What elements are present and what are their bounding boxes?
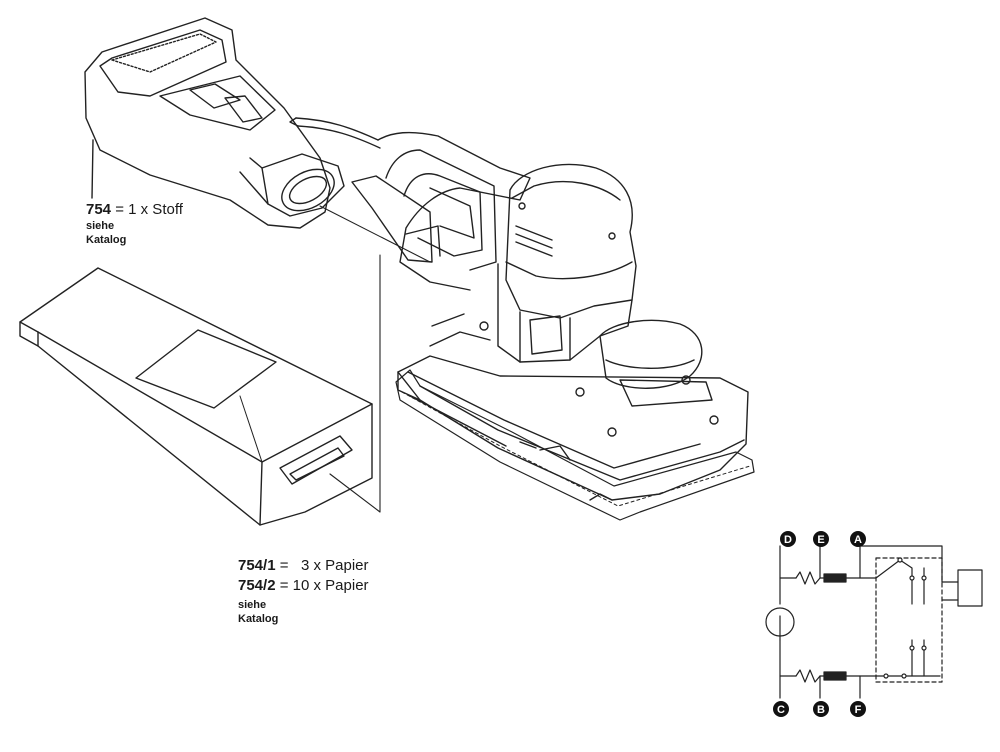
- paper-dust-bag-drawing: [19, 267, 373, 526]
- paper-bag-see-text: siehe: [238, 599, 267, 611]
- node-D-badge: D: [780, 531, 796, 547]
- node-B-label: B: [817, 704, 825, 716]
- node-F-badge: F: [850, 701, 866, 717]
- cloth-bag-description: = 1 x Stoff: [115, 201, 183, 218]
- wiring-node-labels: D E A C B F: [773, 531, 866, 717]
- node-C-label: C: [777, 704, 785, 716]
- cloth-bag-see-text: siehe: [86, 220, 115, 232]
- cloth-dust-bag-drawing: [84, 17, 345, 229]
- paper-bag-catalog-text: Katalog: [238, 613, 279, 625]
- node-F-label: F: [855, 704, 862, 716]
- paper-bag-callout-line1: 754/1 = 3 x Papier: [238, 558, 369, 573]
- wiring-diagram: [765, 545, 983, 699]
- paper-bag-description-1: = 3 x Papier: [279, 557, 369, 574]
- leader-lines: [319, 205, 431, 513]
- node-A-badge: A: [850, 531, 866, 547]
- node-C-badge: C: [773, 701, 789, 717]
- cloth-bag-part-number: 754: [86, 201, 112, 218]
- paper-bag-description-2: = 10 x Papier: [279, 577, 369, 594]
- paper-bag-part-number-1: 754/1: [238, 557, 276, 574]
- paper-bag-part-number-2: 754/2: [238, 577, 276, 594]
- cloth-bag-catalog-text: Katalog: [86, 234, 127, 246]
- node-A-label: A: [854, 534, 862, 546]
- node-E-label: E: [817, 534, 824, 546]
- node-E-badge: E: [813, 531, 829, 547]
- node-B-badge: B: [813, 701, 829, 717]
- node-D-label: D: [784, 534, 792, 546]
- orbital-sander-drawing: [289, 117, 755, 521]
- paper-bag-callout-line2: 754/2 = 10 x Papier: [238, 578, 369, 593]
- cloth-bag-callout: 754 = 1 x Stoff: [86, 202, 183, 217]
